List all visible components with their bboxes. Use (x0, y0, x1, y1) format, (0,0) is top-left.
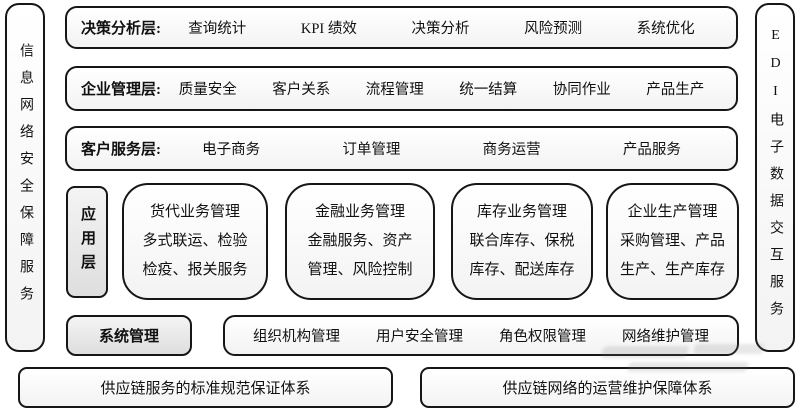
layer-item: KPI 绩效 (300, 21, 357, 37)
layer-item: 产品生产 (646, 82, 705, 98)
system-item: 组织机构管理 (253, 329, 340, 345)
module-line: 检疫、报关服务 (142, 262, 248, 278)
system-item: 用户安全管理 (376, 329, 463, 345)
system-management-items-box: 组织机构管理 用户安全管理 角色权限管理 网络维护管理 (223, 315, 739, 356)
application-layer-label-box: 应用层 (66, 186, 108, 298)
module-line: 多式联运、检验 (142, 233, 248, 249)
layer-item: 电子商务 (202, 142, 261, 158)
system-management-label: 系统管理 (98, 329, 159, 345)
module-line: 生产、生产库存 (619, 262, 725, 278)
layer-row-decision-analysis: 决策分析层: 查询统计 KPI 绩效 决策分析 风险预测 系统优化 (65, 6, 738, 49)
left-service-bar: 信息网络安全保障服务 (5, 3, 45, 352)
system-item: 角色权限管理 (499, 329, 586, 345)
layer-item: 统一结算 (459, 82, 518, 98)
layer-item: 风险预测 (524, 21, 583, 37)
layer-row-customer-service: 客户服务层: 电子商务 订单管理 商务运营 产品服务 (65, 126, 738, 171)
layer-item: 客户关系 (272, 82, 331, 98)
right-service-bar-label: EDI电子数据交互服务 (768, 27, 783, 328)
layer-items: 质量安全 客户关系 流程管理 统一结算 协同作业 产品生产 (161, 78, 722, 99)
module-line: 采购管理、产品 (619, 233, 725, 249)
left-service-bar-label: 信息网络安全保障服务 (18, 42, 33, 313)
right-service-bar: EDI电子数据交互服务 (755, 3, 795, 352)
module-line: 金融服务、资产 (307, 233, 413, 249)
layer-label: 决策分析层: (81, 21, 161, 37)
system-item: 网络维护管理 (622, 329, 709, 345)
module-inventory: 库存业务管理 联合库存、保税 库存、配送库存 (451, 183, 593, 300)
foundation-operations-box: 供应链网络的运营维护保障体系 (420, 367, 795, 408)
foundation-standards-label: 供应链服务的标准规范保证体系 (100, 381, 311, 397)
layer-item: 产品服务 (622, 142, 681, 158)
module-line: 联合库存、保税 (469, 233, 575, 249)
module-title: 企业生产管理 (627, 204, 718, 220)
module-freight-forwarding: 货代业务管理 多式联运、检验 检疫、报关服务 (122, 183, 268, 300)
system-management-label-box: 系统管理 (66, 315, 192, 356)
module-finance: 金融业务管理 金融服务、资产 管理、风险控制 (285, 183, 435, 300)
layer-item: 查询统计 (188, 21, 247, 37)
layer-item: 系统优化 (636, 21, 695, 37)
foundation-operations-label: 供应链网络的运营维护保障体系 (502, 381, 713, 397)
layer-row-enterprise-management: 企业管理层: 质量安全 客户关系 流程管理 统一结算 协同作业 产品生产 (65, 66, 738, 111)
layer-label: 企业管理层: (81, 82, 161, 98)
foundation-standards-box: 供应链服务的标准规范保证体系 (18, 367, 393, 408)
module-line: 管理、风险控制 (307, 262, 413, 278)
layer-item: 质量安全 (178, 82, 237, 98)
layer-item: 协同作业 (552, 82, 611, 98)
layer-items: 查询统计 KPI 绩效 决策分析 风险预测 系统优化 (161, 17, 722, 38)
layer-item: 决策分析 (411, 21, 470, 37)
module-line: 库存、配送库存 (469, 262, 575, 278)
layer-label: 客户服务层: (81, 142, 161, 158)
module-title: 货代业务管理 (149, 204, 240, 220)
module-title: 金融业务管理 (314, 204, 405, 220)
module-title: 库存业务管理 (476, 204, 567, 220)
layer-items: 电子商务 订单管理 商务运营 产品服务 (161, 138, 722, 159)
module-production: 企业生产管理 采购管理、产品 生产、生产库存 (606, 183, 739, 300)
layer-item: 订单管理 (342, 142, 401, 158)
layer-item: 商务运营 (482, 142, 541, 158)
layer-item: 流程管理 (365, 82, 424, 98)
application-layer-label: 应用层 (79, 206, 95, 278)
